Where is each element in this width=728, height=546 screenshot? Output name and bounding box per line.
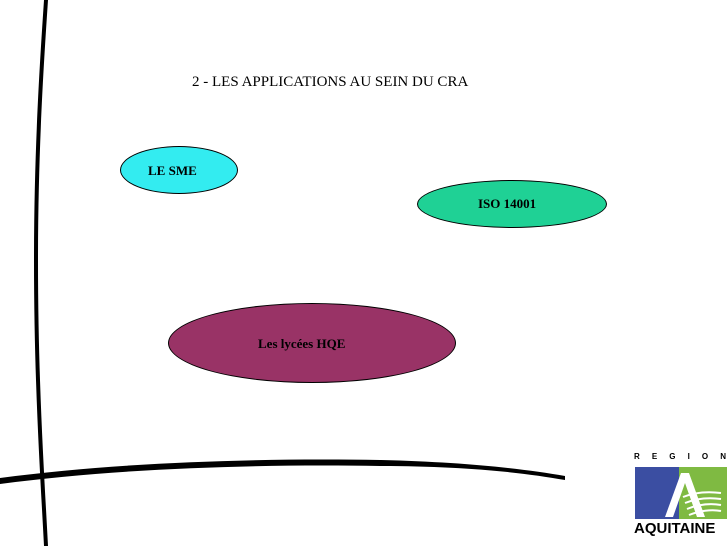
slide-title: 2 - LES APPLICATIONS AU SEIN DU CRA (192, 74, 469, 90)
logo-region-letters: R E G I O N (634, 452, 726, 461)
logo-letter: G (669, 452, 676, 461)
logo-letter: E (651, 452, 658, 461)
horizontal-curve (0, 459, 565, 484)
logo-letter: I (687, 452, 690, 461)
region-aquitaine-logo-icon (635, 467, 727, 519)
logo-letter: R (634, 452, 640, 461)
bubble-label-le-sme: LE SME (148, 163, 197, 178)
logo-name: AQUITAINE (634, 520, 716, 537)
bubble-label-lycees-hqe: Les lycées HQE (258, 336, 346, 351)
bubble-lycees-hqe (168, 303, 456, 383)
vertical-curve (34, 0, 48, 546)
logo-letter: O (701, 452, 709, 461)
bubble-label-iso-14001: ISO 14001 (478, 196, 537, 211)
logo-letter: N (720, 452, 726, 461)
bubble-iso-14001 (417, 180, 607, 228)
bubble-le-sme (120, 146, 238, 194)
region-aquitaine-logo: R E G I O N AQUITAINE (632, 452, 728, 546)
